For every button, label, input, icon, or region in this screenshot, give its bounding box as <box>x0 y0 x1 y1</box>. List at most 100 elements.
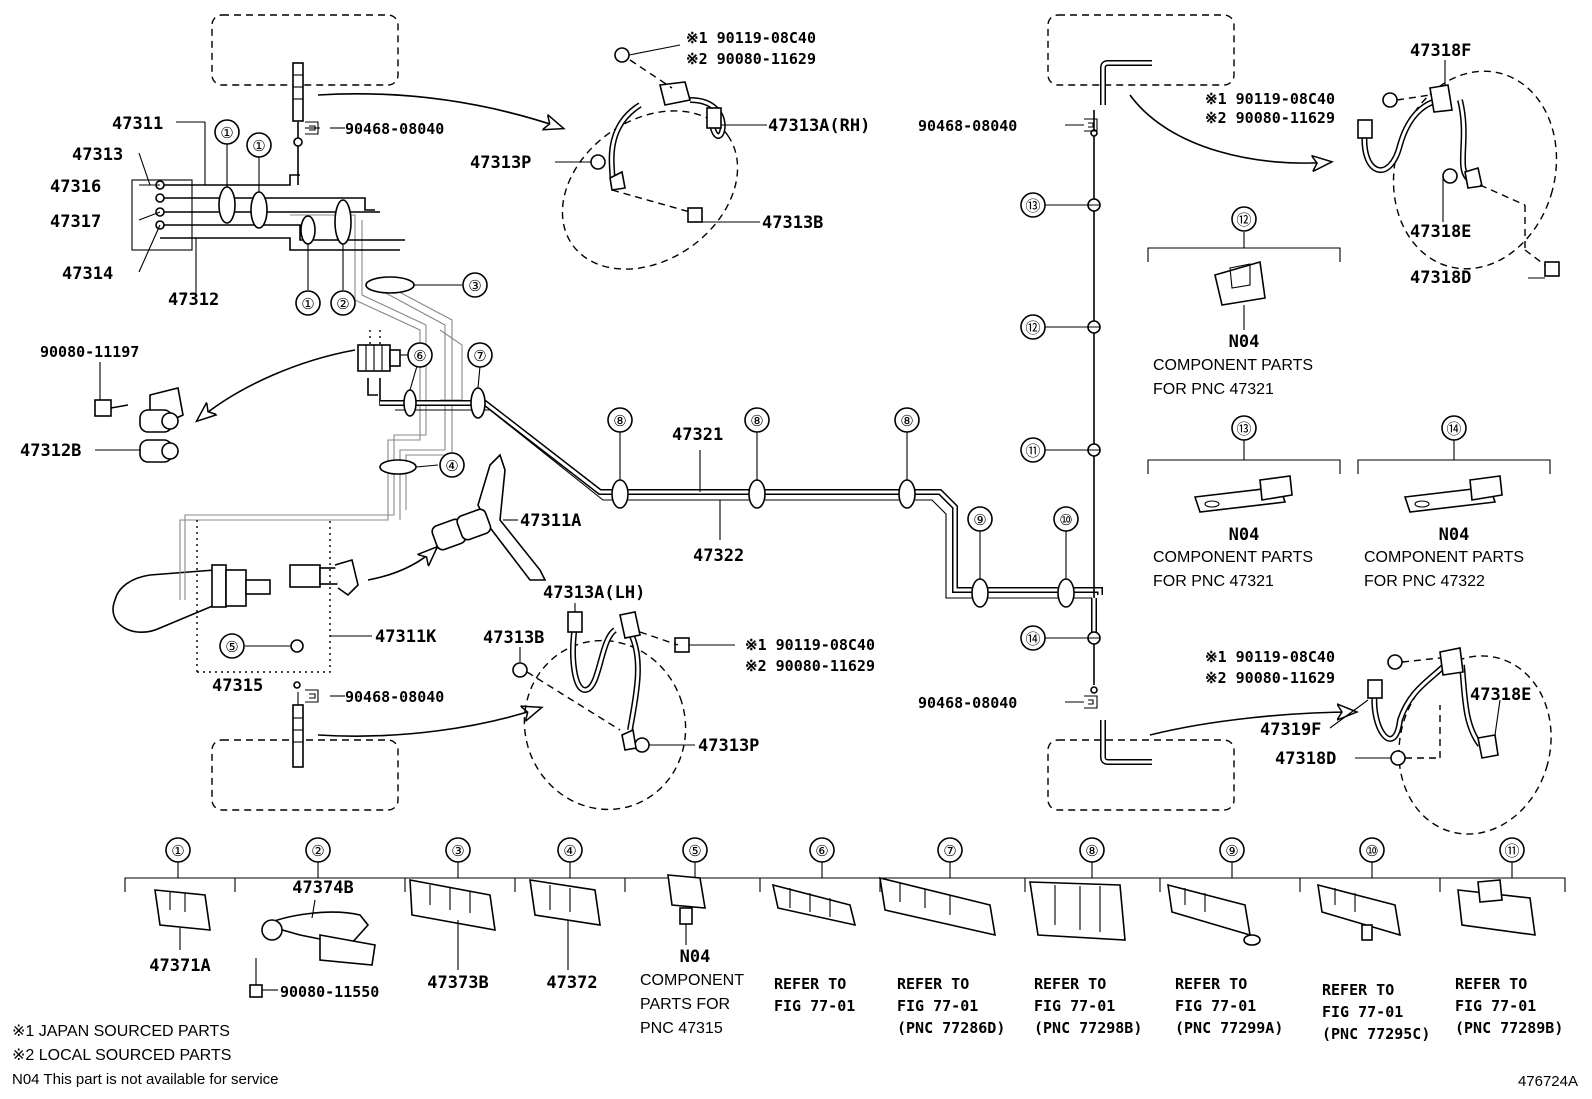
note-rh-front-2: ※2 90080-11629 <box>686 50 816 68</box>
svg-text:⑤: ⑤ <box>688 842 701 860</box>
svg-text:⑥: ⑥ <box>815 842 828 860</box>
callout-2: ② <box>330 290 356 316</box>
table-col-4: ④ 47372 <box>546 837 598 993</box>
clip-13-code: N04 <box>1229 525 1260 545</box>
table-col-10: ⑩ REFER TO FIG 77-01 (PNC 77295C) <box>1322 837 1430 1043</box>
part-number-labels: 47311 47313 47316 47317 47314 47312 9046… <box>20 41 1531 769</box>
svg-text:(PNC 77286D): (PNC 77286D) <box>897 1019 1005 1037</box>
front-left-wheel-box <box>211 739 399 811</box>
svg-text:47373B: 47373B <box>427 973 488 993</box>
table-col-2: ② 47374B 90080-11550 <box>280 837 379 1001</box>
front-bundle-upper <box>131 122 405 251</box>
label-47315: 47315 <box>212 676 263 696</box>
note-lh-front-2: ※2 90080-11629 <box>745 657 875 675</box>
svg-text:③: ③ <box>468 277 481 295</box>
svg-text:47371A: 47371A <box>149 956 210 976</box>
label-47318D-bottom: 47318D <box>1275 749 1336 769</box>
table-col-3: ③ 47373B <box>427 837 489 993</box>
svg-text:PNC 47315: PNC 47315 <box>640 1020 723 1037</box>
table-col-9: ⑨ REFER TO FIG 77-01 (PNC 77299A) <box>1175 837 1283 1037</box>
arrow-to-lh-rear-hose <box>1149 712 1355 736</box>
bracket-47311A <box>431 453 547 581</box>
junction-block <box>289 558 359 597</box>
label-47314: 47314 <box>62 264 113 284</box>
clip-13-line1: COMPONENT PARTS <box>1153 549 1313 566</box>
label-90468-top-left: 90468-08040 <box>345 120 444 138</box>
svg-text:FIG 77-01: FIG 77-01 <box>1455 997 1536 1015</box>
svg-text:FIG 77-01: FIG 77-01 <box>1175 997 1256 1015</box>
svg-text:①: ① <box>301 295 314 313</box>
arrow-to-47311A <box>367 548 436 581</box>
svg-text:FIG 77-01: FIG 77-01 <box>1034 997 1115 1015</box>
clip-14-line1: COMPONENT PARTS <box>1364 549 1524 566</box>
hose-47318F <box>1357 60 1560 279</box>
svg-text:⑥: ⑥ <box>413 347 426 365</box>
svg-text:⑩: ⑩ <box>1365 842 1378 860</box>
clip-13-shape <box>1193 475 1293 513</box>
arrow-to-47312B <box>198 349 356 420</box>
svg-text:⑦: ⑦ <box>943 842 956 860</box>
label-90468-bottom-right: 90468-08040 <box>918 694 1017 712</box>
table-col-7: ⑦ REFER TO FIG 77-01 (PNC 77286D) <box>897 837 1005 1037</box>
callout-7: ⑦ <box>467 342 493 368</box>
rear-left-wheel-box <box>1047 739 1235 811</box>
front-left-stub <box>292 704 304 768</box>
svg-text:47374B: 47374B <box>292 878 353 898</box>
callout-11: ⑪ <box>1020 437 1046 463</box>
label-47311: 47311 <box>112 114 163 134</box>
svg-text:②: ② <box>311 842 324 860</box>
clamp-47312B <box>94 362 184 463</box>
label-47313P-top: 47313P <box>470 153 531 173</box>
clamp-6-block <box>357 330 401 406</box>
label-47316: 47316 <box>50 177 101 197</box>
diagram-id: 476724A <box>1518 1073 1578 1090</box>
note-lh-rear-2: ※2 90080-11629 <box>1205 669 1335 687</box>
arrow-to-rh-rear-hose <box>1129 94 1330 163</box>
table-col-6: ⑥ REFER TO FIG 77-01 <box>774 837 855 1015</box>
callout-1a: ① <box>214 119 240 145</box>
svg-text:④: ④ <box>445 457 458 475</box>
callout-markers: ① ① ① ② ③ ④ ⑤ ⑥ ⑦ ⑧ ⑧ ⑧ ⑨ ⑩ ⑪ ⑫ ⑬ ⑭ <box>214 119 1079 659</box>
svg-text:②: ② <box>336 295 349 313</box>
label-90468-top-right: 90468-08040 <box>918 117 1017 135</box>
note-lh-rear-1: ※1 90119-08C40 <box>1205 648 1335 666</box>
svg-text:N04: N04 <box>680 947 711 967</box>
hose-47319F <box>1329 647 1552 835</box>
bottom-table: ① 47371A ② 47374B 90080-11550 ③ 47373B ④… <box>149 837 1563 1043</box>
rear-right-wheel-box <box>1047 14 1235 86</box>
label-47318D-top: 47318D <box>1410 268 1471 288</box>
svg-text:⑫: ⑫ <box>1025 319 1040 337</box>
arrow-to-lh-front-hose <box>317 708 540 737</box>
clip-12-code: N04 <box>1229 332 1260 352</box>
svg-text:⑬: ⑬ <box>1025 197 1040 215</box>
svg-text:⑨: ⑨ <box>1225 842 1238 860</box>
label-47321: 47321 <box>672 425 723 445</box>
callout-13: ⑬ <box>1020 192 1046 218</box>
label-47312: 47312 <box>168 290 219 310</box>
note-lh-front-1: ※1 90119-08C40 <box>745 636 875 654</box>
svg-text:PARTS FOR: PARTS FOR <box>640 996 730 1013</box>
svg-text:⑧: ⑧ <box>750 412 763 430</box>
label-90468-bottom-left: 90468-08040 <box>345 688 444 706</box>
table-col-5: ⑤ N04 COMPONENT PARTS FOR PNC 47315 <box>640 837 744 1037</box>
svg-text:⑧: ⑧ <box>613 412 626 430</box>
svg-text:⑪: ⑪ <box>1025 442 1040 460</box>
clip-14-code: N04 <box>1439 525 1470 545</box>
label-47311A: 47311A <box>520 511 581 531</box>
label-47313A-RH: 47313A(RH) <box>768 116 870 136</box>
label-47313B-bottom: 47313B <box>483 628 544 648</box>
callout-1c: ① <box>295 290 321 316</box>
callout-10: ⑩ <box>1053 506 1079 532</box>
callout-8b: ⑧ <box>744 407 770 433</box>
fastener-notes: ※1 90119-08C40 ※2 90080-11629 ※1 90119-0… <box>686 29 1335 687</box>
label-47313: 47313 <box>72 145 123 165</box>
clamp-ovals <box>218 186 1075 689</box>
svg-text:REFER TO: REFER TO <box>897 975 969 993</box>
svg-text:REFER TO: REFER TO <box>1034 975 1106 993</box>
callout-6: ⑥ <box>407 342 433 368</box>
table-col-11: ⑪ REFER TO FIG 77-01 (PNC 77289B) <box>1455 837 1563 1037</box>
table-col-1: ① 47371A <box>149 837 211 976</box>
svg-text:REFER TO: REFER TO <box>1455 975 1527 993</box>
legend-japan: ※1 JAPAN SOURCED PARTS <box>12 1023 230 1040</box>
